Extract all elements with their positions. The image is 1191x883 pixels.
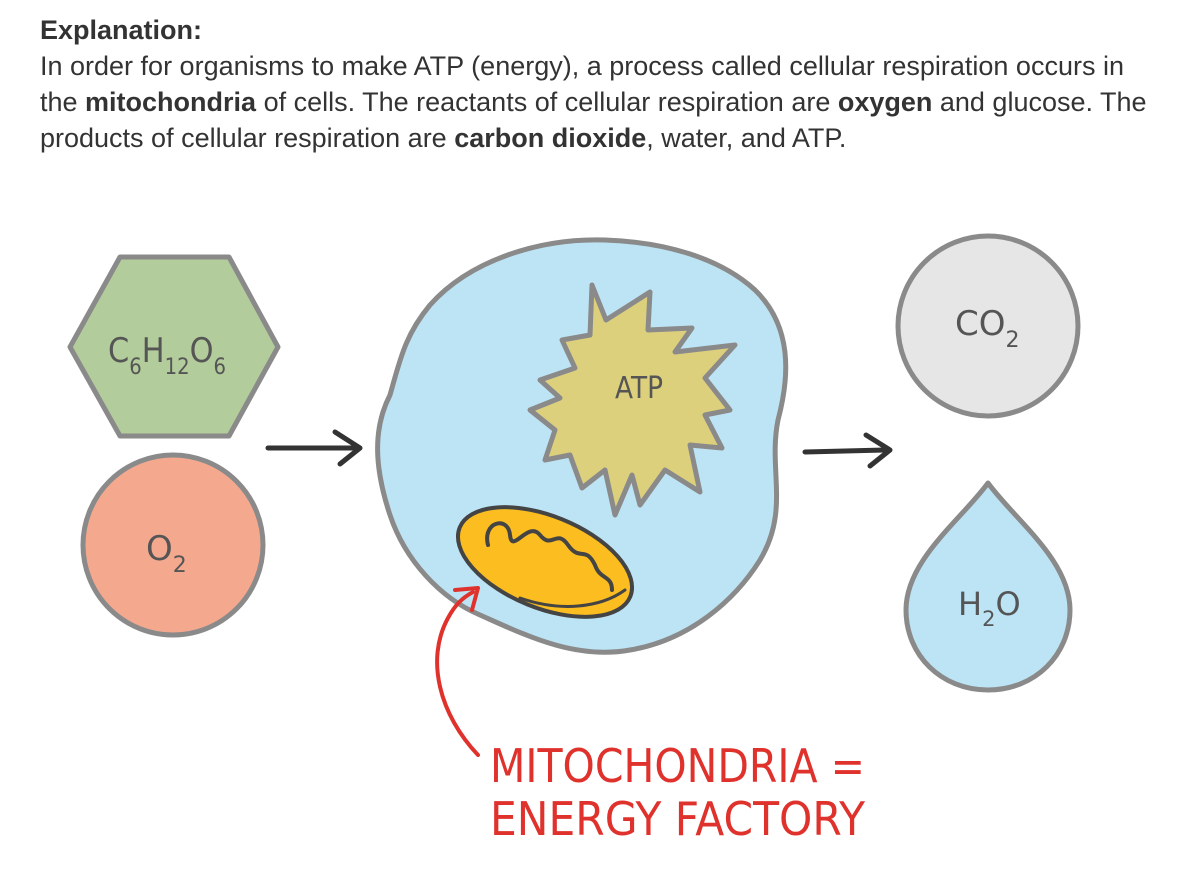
co2-circle — [895, 233, 1081, 419]
explanation-text-1: In order for organisms to make ATP (ener… — [40, 51, 1124, 117]
oxygen-count: 2 — [173, 553, 187, 578]
reactants-arrow — [265, 429, 363, 467]
glucose-o: O — [190, 331, 214, 371]
glucose-c-count: 6 — [129, 355, 142, 380]
glucose-o-count: 6 — [213, 355, 226, 380]
explanation-text-4: , water, and ATP. — [646, 123, 847, 153]
mitochondrion — [455, 505, 635, 619]
mitochondria-pointer-arrow — [435, 586, 480, 757]
mitochondrion-cristae — [485, 521, 614, 592]
mitochondrion-shade — [518, 588, 627, 608]
atp-label: ATP — [615, 371, 663, 406]
term-carbon-dioxide: carbon dioxide — [454, 123, 647, 153]
glucose-molecule: C6H12O6 — [67, 254, 281, 439]
water-h: H — [958, 585, 982, 623]
co2-base: CO — [955, 304, 1006, 344]
oxygen-circle — [80, 452, 266, 638]
term-oxygen: oxygen — [837, 87, 933, 117]
atp-starburst — [527, 282, 738, 518]
glucose-c: C — [108, 331, 129, 371]
term-mitochondria: mitochondria — [85, 87, 257, 117]
glucose-hexagon — [67, 254, 281, 439]
carbon-dioxide-molecule: CO2 — [895, 233, 1081, 419]
water-formula: H2O — [958, 585, 1021, 631]
glucose-h: H — [142, 331, 165, 371]
caption-line-1: MITOCHONDRIA = — [490, 739, 865, 793]
water-h-count: 2 — [982, 607, 995, 631]
explanation: Explanation: In order for organisms to m… — [40, 12, 1160, 156]
glucose-h-count: 12 — [165, 355, 190, 380]
water-molecule: H2O — [903, 480, 1073, 693]
water-drop — [903, 480, 1073, 693]
explanation-text-2: of cells. The reactants of cellular resp… — [256, 87, 838, 117]
oxygen-formula: O2 — [146, 529, 187, 578]
caption-line-2: ENERGY FACTORY — [490, 792, 866, 846]
cell: ATP — [375, 237, 789, 655]
oxygen-o: O — [146, 529, 173, 569]
co2-formula: CO2 — [955, 304, 1020, 353]
water-o: O — [995, 585, 1020, 623]
oxygen-molecule: O2 — [80, 452, 266, 638]
explanation-heading: Explanation: — [40, 15, 203, 45]
products-arrow — [802, 432, 893, 469]
explanation-text-3: and glucose. The products of cellular re… — [40, 87, 1147, 153]
co2-count: 2 — [1006, 328, 1020, 353]
glucose-formula: C6H12O6 — [108, 331, 226, 380]
